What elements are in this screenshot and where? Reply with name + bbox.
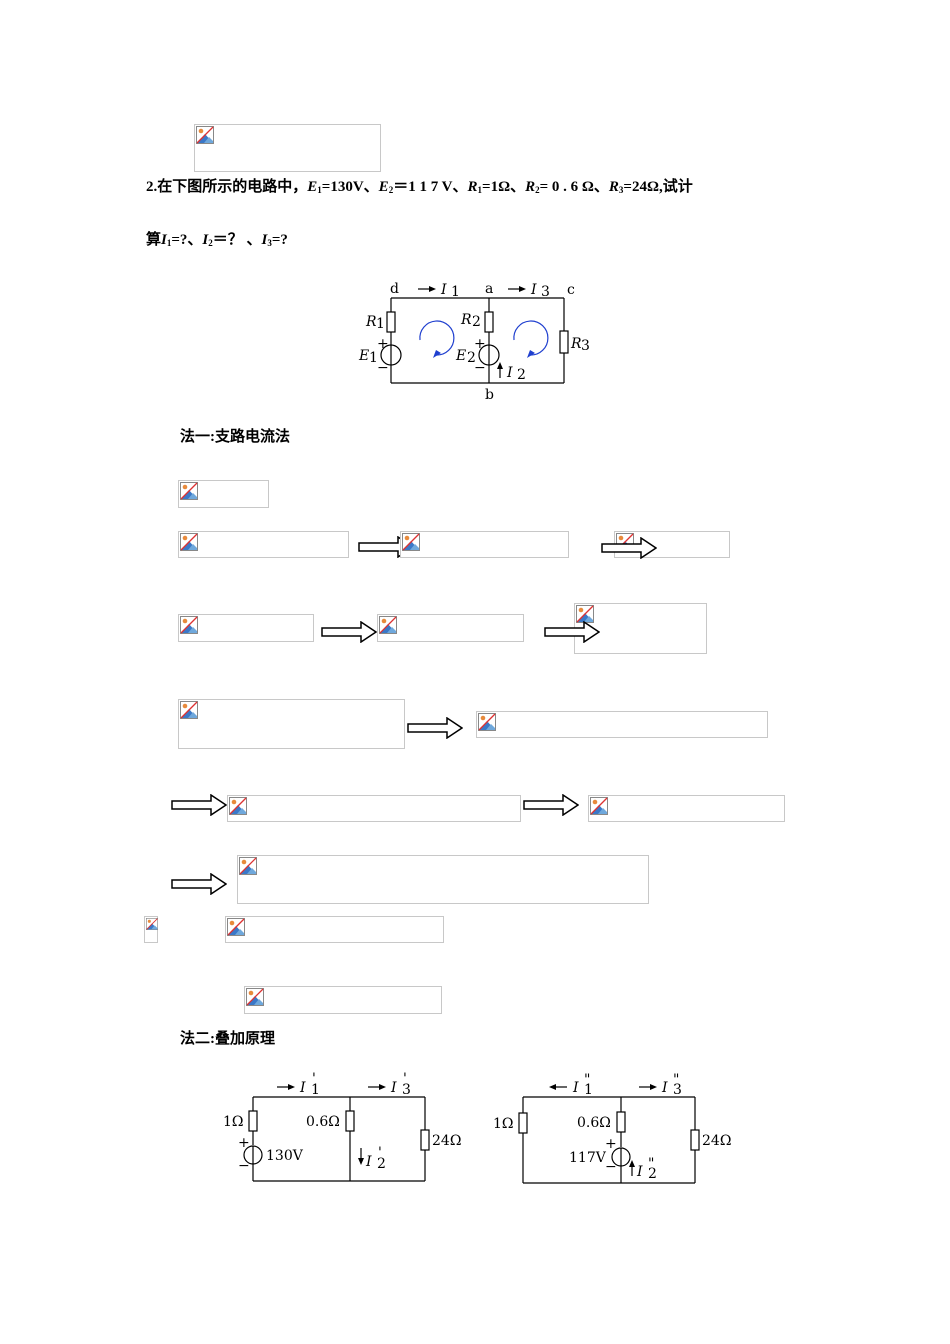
e2-minus: −	[474, 360, 486, 376]
broken-image-14	[144, 916, 158, 943]
broken-image-12	[588, 795, 785, 822]
r1-label: R	[365, 314, 377, 330]
i3pp-dprime: "	[673, 1072, 679, 1088]
i2pp-label: I	[636, 1164, 643, 1180]
broken-image-icon	[478, 713, 496, 731]
r3-sub: 3	[581, 338, 590, 354]
i2p-sub: 2	[377, 1156, 386, 1172]
node-b-label: b	[485, 387, 494, 403]
broken-image-icon	[379, 616, 397, 634]
broken-image-icon	[246, 988, 264, 1006]
problem-line-2: 算I1=?、I2＝？ 、I3=?	[146, 232, 288, 248]
broken-image-6	[178, 614, 314, 642]
hollow-right-arrow-icon	[601, 537, 657, 559]
e2-label: E	[455, 348, 466, 364]
source-label: 117V	[569, 1150, 607, 1166]
node-c-label: c	[567, 282, 575, 298]
i3p-prime: '	[403, 1071, 407, 1087]
r-left-label: 1Ω	[223, 1114, 244, 1130]
node-d-label: d	[390, 281, 399, 297]
i1-label: I	[440, 282, 447, 298]
source-minus: −	[238, 1158, 250, 1174]
broken-image-icon	[180, 533, 198, 551]
broken-image-9	[178, 699, 405, 749]
broken-image-icon	[146, 918, 158, 930]
broken-image-3	[178, 531, 349, 558]
i2-label: I	[506, 365, 513, 381]
broken-image-icon	[229, 797, 247, 815]
i3pp-sub: 3	[673, 1082, 682, 1098]
broken-image-8	[574, 603, 707, 654]
i3p-sub: 3	[402, 1082, 411, 1098]
r3-label: R	[570, 336, 582, 352]
method-2-title: 法二:叠加原理	[180, 1031, 275, 1047]
i1p-label: I	[299, 1080, 306, 1096]
source-minus: −	[605, 1159, 617, 1175]
broken-image-icon	[402, 533, 420, 551]
r-right-label: 24Ω	[702, 1133, 731, 1149]
hollow-right-arrow-icon	[544, 621, 600, 643]
broken-image-11	[227, 795, 521, 822]
i2-sub: 2	[517, 367, 526, 383]
broken-image-icon	[180, 482, 198, 500]
broken-image-15	[225, 916, 444, 943]
broken-image-icon	[239, 857, 257, 875]
r2-sub: 2	[472, 314, 481, 330]
hollow-right-arrow-icon	[321, 621, 377, 643]
r-mid-label: 0.6Ω	[577, 1115, 611, 1131]
r1-sub: 1	[376, 316, 385, 332]
e1-sub: 1	[369, 350, 378, 366]
i2p-label: I	[365, 1154, 372, 1170]
hollow-right-arrow-icon	[171, 794, 227, 816]
hollow-right-arrow-icon	[407, 717, 463, 739]
e2-plus: +	[474, 336, 486, 352]
circuit-diagram-2: I 1 ' I 3 ' I 2 ' 1Ω 0.6Ω 24Ω 130V + −	[223, 1071, 461, 1182]
hollow-right-arrow-icon	[171, 873, 227, 895]
r2-label: R	[460, 312, 472, 328]
i2p-prime: '	[378, 1145, 382, 1161]
broken-image-7	[377, 614, 524, 642]
broken-image-2	[178, 480, 269, 508]
broken-image-icon	[196, 126, 214, 144]
hollow-right-arrow-icon	[523, 794, 579, 816]
broken-image-icon	[227, 918, 245, 936]
broken-image-icon	[180, 616, 198, 634]
broken-image-1	[194, 124, 381, 172]
circuit-diagram-1: d a c b I 1 I 3 I 2 R 1 R 2 R 3 E 1 E 2 …	[358, 281, 590, 403]
r-left-label: 1Ω	[493, 1116, 514, 1132]
i3p-label: I	[390, 1080, 397, 1096]
source-label: 130V	[266, 1148, 304, 1164]
i1pp-dprime: "	[584, 1072, 590, 1088]
e2-sub: 2	[467, 350, 476, 366]
i1p-sub: 1	[311, 1082, 320, 1098]
broken-image-16	[244, 986, 442, 1014]
e1-plus: +	[377, 336, 389, 352]
i1pp-sub: 1	[584, 1082, 593, 1098]
i2pp-dprime: "	[648, 1156, 654, 1172]
i1pp-label: I	[572, 1080, 579, 1096]
i1-sub: 1	[451, 284, 460, 300]
method-1-title: 法一:支路电流法	[180, 429, 290, 445]
e1-minus: −	[377, 360, 389, 376]
node-a-label: a	[485, 281, 493, 297]
i3-label: I	[530, 282, 537, 298]
i3pp-label: I	[661, 1080, 668, 1096]
e1-label: E	[358, 348, 369, 364]
i2pp-sub: 2	[648, 1166, 657, 1182]
broken-image-icon	[590, 797, 608, 815]
broken-image-10	[476, 711, 768, 738]
i1p-prime: '	[312, 1071, 316, 1087]
broken-image-4	[400, 531, 569, 558]
broken-image-13	[237, 855, 649, 904]
r-mid-label: 0.6Ω	[306, 1114, 340, 1130]
problem-line-1: 2.在下图所示的电路中，E1=130V、E2＝1 1 7 V、R1=1Ω、R2=…	[146, 179, 693, 195]
r-right-label: 24Ω	[432, 1133, 461, 1149]
broken-image-icon	[180, 701, 198, 719]
i3-sub: 3	[541, 284, 550, 300]
source-plus: +	[238, 1135, 250, 1151]
source-plus: +	[605, 1136, 617, 1152]
circuit-diagram-3: I 1 " I 3 " I 2 " 1Ω 0.6Ω 24Ω 117V + −	[493, 1072, 731, 1184]
